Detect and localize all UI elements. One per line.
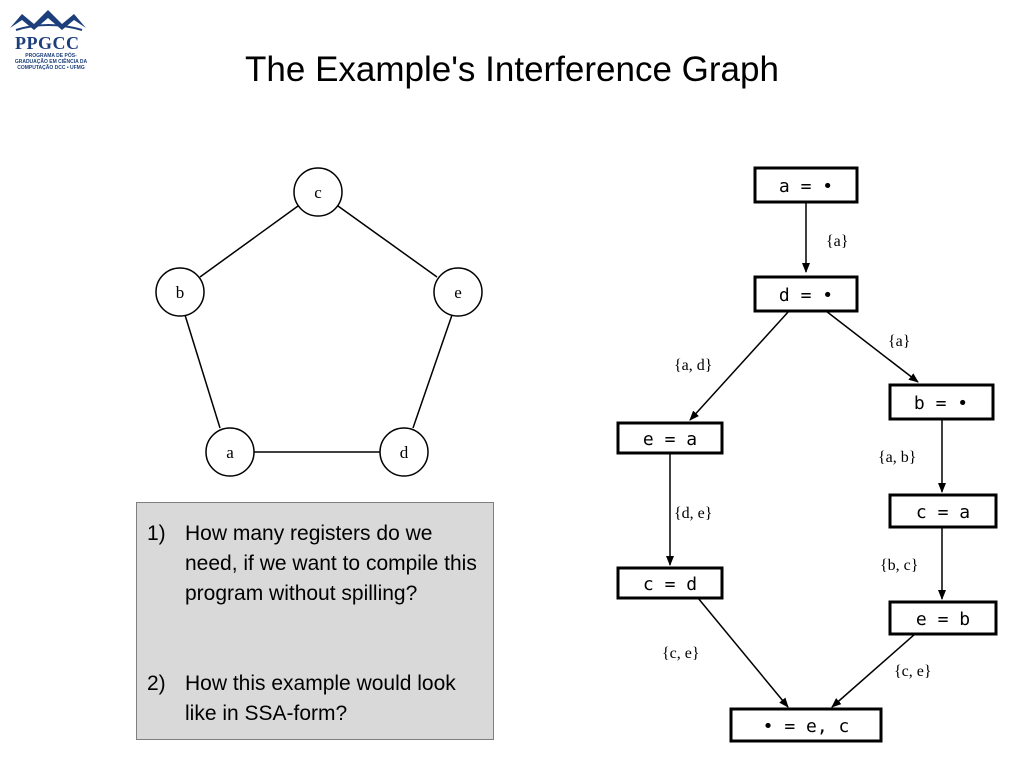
- flow-edge-label: {a, d}: [674, 357, 712, 374]
- ig-node-label: b: [176, 283, 185, 302]
- ppgcc-logo: PPGCC PROGRAMA DE PÓS-GRADUAÇÃO EM CIÊNC…: [6, 6, 90, 71]
- ig-node-label: e: [454, 283, 462, 302]
- logo-roof-icon: [10, 10, 86, 31]
- flow-block-b2: d = •: [753, 275, 859, 313]
- ig-edge-b-a: [184, 314, 221, 429]
- ig-node-label: a: [226, 443, 234, 462]
- flow-block-text: e = a: [643, 429, 697, 450]
- ig-node-label: d: [400, 443, 409, 462]
- question-number: 1): [147, 522, 166, 545]
- flow-edge-b2-b4: [689, 310, 790, 421]
- ig-edge-c-e: [337, 205, 438, 278]
- flow-edge-label: {a, b}: [878, 449, 916, 466]
- flow-edge-b2-b3: [825, 310, 919, 383]
- flow-block-b1: a = •: [753, 166, 859, 204]
- logo-name: PPGCC: [15, 33, 80, 53]
- page-title: The Example's Interference Graph: [245, 50, 779, 89]
- question-text: How many registers do we need, if we wan…: [185, 522, 477, 605]
- flow-block-b7: e = b: [888, 600, 998, 636]
- ig-edge-c-b: [199, 205, 299, 278]
- questions-box: 1) How many registers do we need, if we …: [136, 502, 494, 740]
- ig-edge-e-d: [412, 314, 453, 429]
- flow-block-text: c = a: [916, 502, 970, 523]
- flow-edge-b6-b8: [697, 597, 789, 708]
- flow-block-text: b = •: [914, 393, 968, 414]
- ig-node-a: a: [205, 427, 255, 477]
- flow-edge-label: {c, e}: [662, 645, 700, 662]
- flow-edge-label: {c, e}: [894, 663, 932, 680]
- ig-node-label: c: [314, 183, 322, 202]
- flow-block-text: c = d: [643, 574, 697, 595]
- flow-edge-b7-b8: [831, 633, 916, 708]
- flow-edge-label: {a}: [888, 333, 910, 350]
- flow-block-text: e = b: [916, 609, 970, 630]
- flow-block-b4: e = a: [616, 421, 724, 455]
- flow-block-b6: c = d: [616, 566, 724, 600]
- flow-edge-label: {d, e}: [674, 505, 712, 522]
- flow-block-b5: c = a: [888, 493, 998, 529]
- ig-node-c: c: [293, 167, 343, 217]
- flow-edge-label: {b, c}: [880, 557, 918, 574]
- flow-graph: {a} {a, d} {a} {a, b} {d, e} {b, c} {c, …: [616, 166, 998, 743]
- flow-block-text: • = e, c: [763, 716, 850, 737]
- flow-block-b8: • = e, c: [729, 707, 883, 743]
- question-number: 2): [147, 672, 166, 695]
- logo-subtitle: PROGRAMA DE PÓS-GRADUAÇÃO EM CIÊNCIA DA …: [14, 53, 88, 71]
- flow-block-text: a = •: [779, 176, 833, 197]
- flow-edge-label: {a}: [826, 233, 848, 250]
- question-text: How this example would look like in SSA-…: [185, 672, 456, 725]
- flow-block-b3: b = •: [888, 383, 995, 421]
- ig-node-b: b: [155, 267, 205, 317]
- ig-node-e: e: [433, 267, 483, 317]
- ig-node-d: d: [379, 427, 429, 477]
- flow-block-text: d = •: [779, 285, 833, 306]
- interference-graph: c b e a d: [155, 167, 483, 477]
